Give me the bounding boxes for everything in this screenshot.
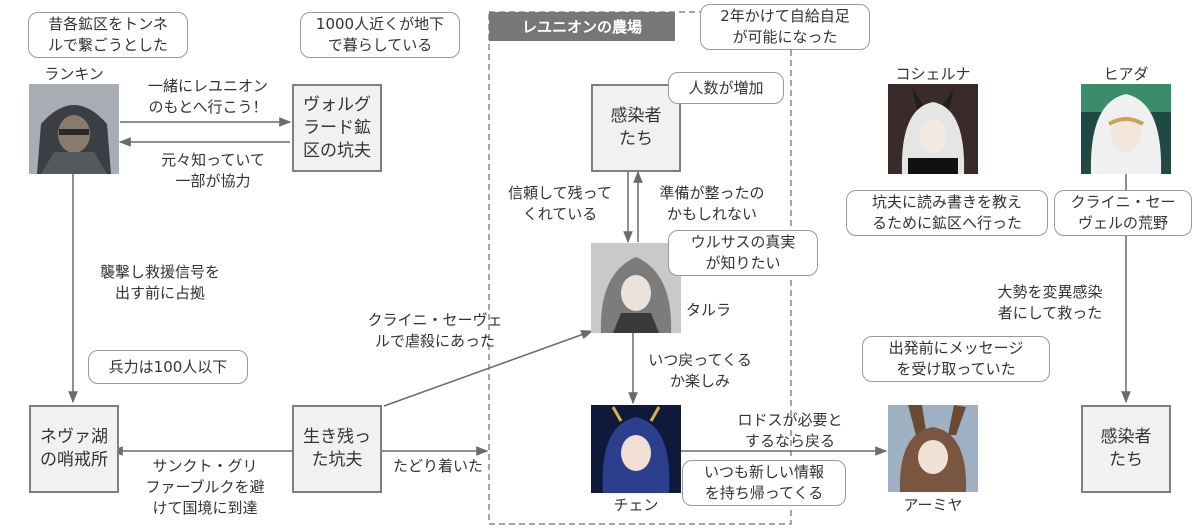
bubble-new-info: いつも新しい情報 を持ち帰ってくる [682, 460, 846, 506]
coshell-name: コシェルナ [895, 65, 971, 83]
edge-label-rhodes: ロドスが必要と するなら戻る [737, 411, 843, 450]
bubble-rankin-tunnel: 昔各鉱区をトンネ ルで繋ごうとした [28, 12, 188, 58]
chen-portrait-image [591, 405, 681, 493]
amiya-name: アーミヤ [903, 496, 963, 514]
right-infected-box[interactable]: 感染者 たち [1081, 405, 1171, 493]
bubble-ursus-truth: ウルサスの真実 が知りたい [668, 230, 818, 276]
surviving-miners-box[interactable]: 生き残っ た坑夫 [292, 405, 382, 493]
bubble-message: 出発前にメッセージ を受け取っていた [862, 336, 1050, 382]
volgrad-miners-box[interactable]: ヴォルグ ラード鉱 区の坑夫 [292, 84, 382, 172]
bubble-troops: 兵力は100人以下 [88, 350, 248, 384]
edge-label-occupy: 襲撃し救援信号を 出す前に占拠 [99, 263, 220, 302]
bubble-teach: 坑夫に読み書きを教え るために鉱区へ行った [846, 190, 1048, 236]
edge-label-avoid: サンクト・グリ ファーブルクを避 けて国境に到達 [145, 457, 265, 517]
edge-label-trusted: 信頼して残って くれている [508, 184, 612, 223]
bubble-increase: 人数が増加 [668, 72, 784, 104]
rankin-name: ランキン [44, 65, 104, 83]
talulah-portrait[interactable] [591, 243, 681, 333]
hiada-portrait[interactable] [1081, 84, 1171, 174]
bubble-thousand: 1000人近くが地下 で暮らしている [300, 12, 460, 58]
bubble-self-sufficient: 2年かけて自給自足 が可能になった [700, 4, 870, 50]
amiya-portrait[interactable] [888, 405, 978, 492]
farm-infected-box[interactable]: 感染者 たち [591, 84, 681, 172]
coshell-portrait[interactable] [888, 84, 978, 174]
chen-name: チェン [613, 496, 659, 514]
talulah-name: タルラ [686, 301, 732, 319]
rankin-portrait-image [29, 84, 119, 174]
bubble-wasteland: クライニ・セー ヴェルの荒野 [1054, 190, 1192, 236]
chen-portrait[interactable] [591, 405, 681, 493]
coshell-portrait-image [888, 84, 978, 174]
edge-label-join-reunion: 一緒にレユニオン のもとへ行こう！ [147, 77, 268, 116]
rankin-portrait[interactable] [29, 84, 119, 174]
hiada-portrait-image [1081, 84, 1171, 174]
edge-label-save: 大勢を変異感染 者にして救った [997, 283, 1103, 322]
farm-title: レユニオンの農場 [489, 12, 675, 41]
edge-label-massacre: クライニ・セーヴェ ルで虐殺にあった [367, 311, 503, 350]
edge-label-when-back: いつ戻ってくる か楽しみ [648, 351, 752, 390]
edge-label-cooperate: 元々知っていて 一部が協力 [161, 151, 265, 190]
nevalake-outpost-box[interactable]: ネヴァ湖 の哨戒所 [29, 405, 119, 493]
hiada-name: ヒアダ [1103, 65, 1149, 83]
edge-label-arrived: たどり着いた [392, 457, 483, 475]
arrow-massacre [383, 330, 594, 407]
talulah-portrait-image [591, 243, 681, 333]
amiya-portrait-image [888, 405, 978, 492]
edge-label-ready: 準備が整ったの かもしれない [659, 184, 765, 223]
